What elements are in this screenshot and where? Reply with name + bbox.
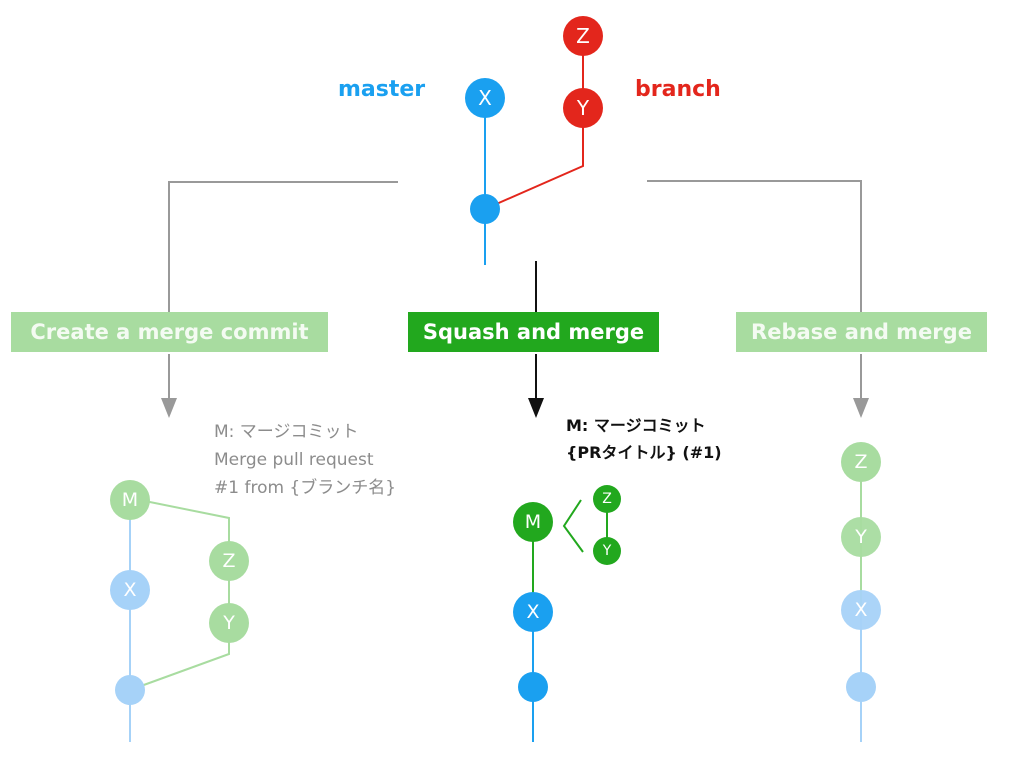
squash-node-x-label: X xyxy=(526,601,539,623)
merge-note-line1: M: マージコミット xyxy=(214,422,359,442)
squash-node-y xyxy=(593,537,621,565)
squash-node-y-label: Y xyxy=(602,543,612,559)
merge-node-base xyxy=(115,675,145,705)
squash-node-z xyxy=(593,485,621,513)
rebase-node-y xyxy=(841,517,881,557)
rebase-node-x xyxy=(841,590,881,630)
squash-node-m-label: M xyxy=(525,511,541,533)
squash-node-m xyxy=(513,502,553,542)
result-squash-graph: M Z Y X xyxy=(513,485,621,742)
rebase-node-y-label: Y xyxy=(854,526,867,548)
merge-node-m-label: M xyxy=(122,489,138,511)
merge-node-x-label: X xyxy=(123,579,136,601)
merge-note-line3: #1 from {ブランチ名} xyxy=(214,478,397,498)
rebase-node-base xyxy=(846,672,876,702)
create-merge-commit-button[interactable]: Create a merge commit xyxy=(11,312,328,352)
commit-node-x-label: X xyxy=(478,86,492,110)
squash-bracket xyxy=(562,499,584,553)
rebase-node-z xyxy=(841,442,881,482)
merge-node-y-label: Y xyxy=(222,612,235,634)
result-rebase-graph: Z Y X xyxy=(841,442,881,742)
connector-merge xyxy=(168,181,398,312)
commit-node-z xyxy=(563,16,603,56)
squash-and-merge-button[interactable]: Squash and merge xyxy=(408,312,659,352)
commit-node-y-label: Y xyxy=(576,96,590,120)
squash-note-line1: M: マージコミット xyxy=(566,416,706,435)
commit-node-y xyxy=(563,88,603,128)
commit-node-x xyxy=(465,78,505,118)
merge-node-z-label: Z xyxy=(222,550,235,572)
connector-rebase xyxy=(647,180,862,312)
squash-note-line2: {PRタイトル} (#1) xyxy=(566,443,722,462)
rebase-node-x-label: X xyxy=(854,599,867,621)
merge-node-x xyxy=(110,570,150,610)
squash-node-base xyxy=(518,672,548,702)
commit-node-z-label: Z xyxy=(576,24,590,48)
squash-commit-note: M: マージコミット {PRタイトル} (#1) xyxy=(566,412,722,466)
squash-node-x xyxy=(513,592,553,632)
merge-commit-note: M: マージコミット Merge pull request #1 from {ブラン… xyxy=(214,418,396,502)
merge-node-y xyxy=(209,603,249,643)
merge-node-z xyxy=(209,541,249,581)
commit-node-base xyxy=(470,194,500,224)
branch-label: branch xyxy=(635,77,721,102)
master-label: master xyxy=(338,77,426,102)
squash-node-z-label: Z xyxy=(602,491,612,507)
branch-line xyxy=(484,36,584,210)
rebase-node-z-label: Z xyxy=(854,451,867,473)
merge-note-line2: Merge pull request xyxy=(214,450,374,470)
result-merge-graph: M X Z Y xyxy=(110,480,249,742)
rebase-and-merge-button[interactable]: Rebase and merge xyxy=(736,312,987,352)
merge-node-m xyxy=(110,480,150,520)
